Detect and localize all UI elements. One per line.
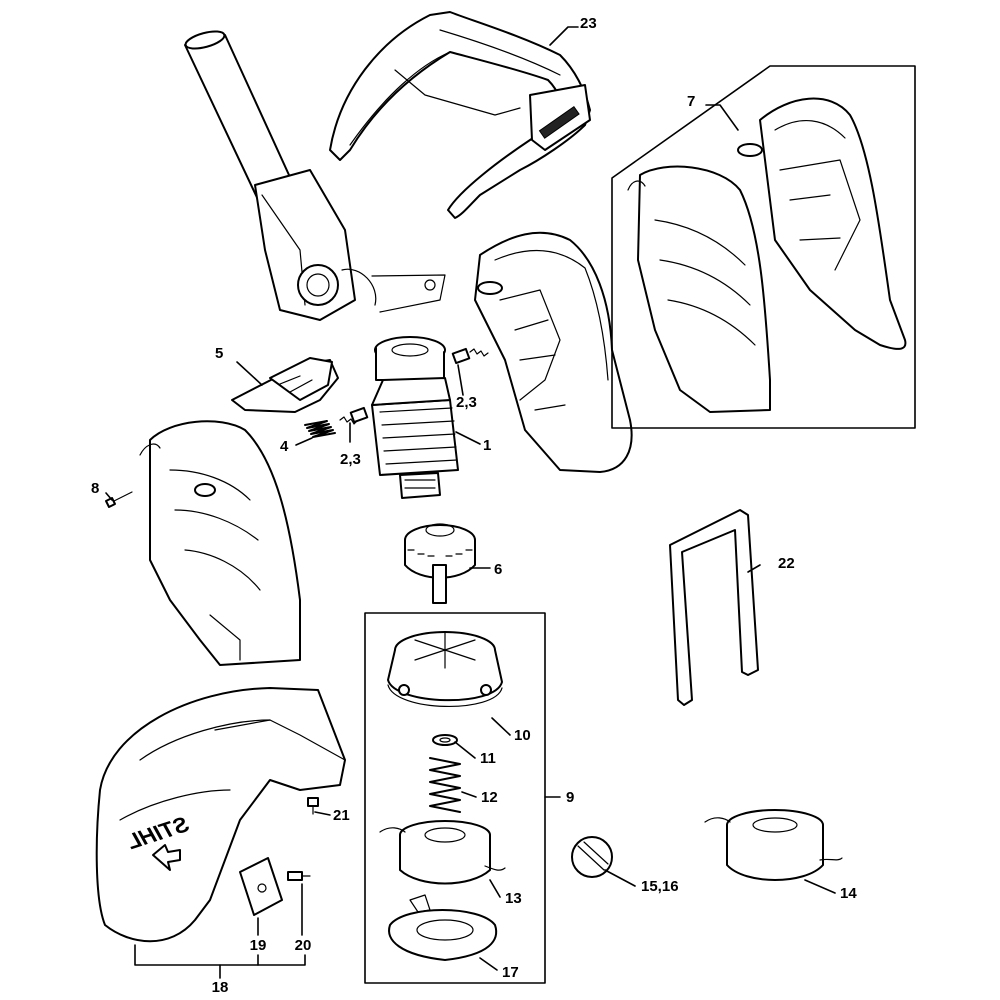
callout-15-16: 15,16 (641, 878, 679, 895)
callout-12: 12 (481, 789, 498, 806)
shaft-assembly[interactable] (184, 28, 446, 321)
callout-22: 22 (778, 555, 795, 572)
housing-screw[interactable] (105, 491, 133, 508)
spacer-bar[interactable] (669, 509, 759, 706)
carbon-brush-upper[interactable] (451, 347, 489, 365)
callout-5: 5 (215, 345, 224, 362)
compression-spring[interactable] (304, 420, 336, 438)
motor-housing-left[interactable] (139, 420, 301, 666)
spool[interactable] (379, 820, 506, 885)
spool-replacement[interactable] (704, 809, 843, 881)
deflector[interactable]: STIHL (95, 687, 346, 943)
housing-set-right-shell[interactable] (737, 97, 907, 350)
callout-21: 21 (333, 807, 350, 824)
line-set[interactable] (571, 836, 613, 878)
callout-2-3-upper: 2,3 (456, 394, 477, 411)
housing-set-left-shell[interactable] (627, 165, 771, 413)
callout-20: 20 (294, 937, 312, 954)
callout-17: 17 (502, 964, 519, 981)
callout-13: 13 (505, 890, 522, 907)
motor-armature[interactable] (371, 336, 459, 499)
callout-2-3-lower: 2,3 (340, 451, 361, 468)
motor-housing-right[interactable] (474, 231, 633, 473)
callout-18: 18 (211, 979, 229, 996)
housing-set-box (611, 65, 916, 429)
blade-screw[interactable] (287, 871, 311, 881)
callout-8: 8 (91, 480, 100, 497)
callout-19: 19 (249, 937, 267, 954)
switch-lever[interactable] (231, 357, 339, 413)
deflector-screw[interactable] (307, 797, 319, 815)
mowing-head-box (364, 612, 546, 984)
cover[interactable] (388, 894, 498, 961)
blade[interactable] (239, 857, 283, 916)
callout-23: 23 (580, 15, 597, 32)
callout-14: 14 (840, 885, 857, 902)
loop-handle[interactable] (329, 11, 591, 219)
callout-4: 4 (280, 438, 289, 455)
spring[interactable] (429, 757, 461, 813)
callout-7: 7 (687, 93, 696, 110)
head-housing[interactable] (387, 631, 503, 708)
washer[interactable] (432, 734, 458, 746)
callout-6: 6 (494, 561, 503, 578)
carbon-brush-lower[interactable] (339, 406, 369, 425)
callout-9: 9 (566, 789, 575, 806)
callout-1: 1 (483, 437, 492, 454)
callout-10: 10 (514, 727, 531, 744)
leader-lines (105, 26, 836, 979)
gear-drive[interactable] (404, 523, 476, 604)
callout-11: 11 (480, 750, 496, 767)
